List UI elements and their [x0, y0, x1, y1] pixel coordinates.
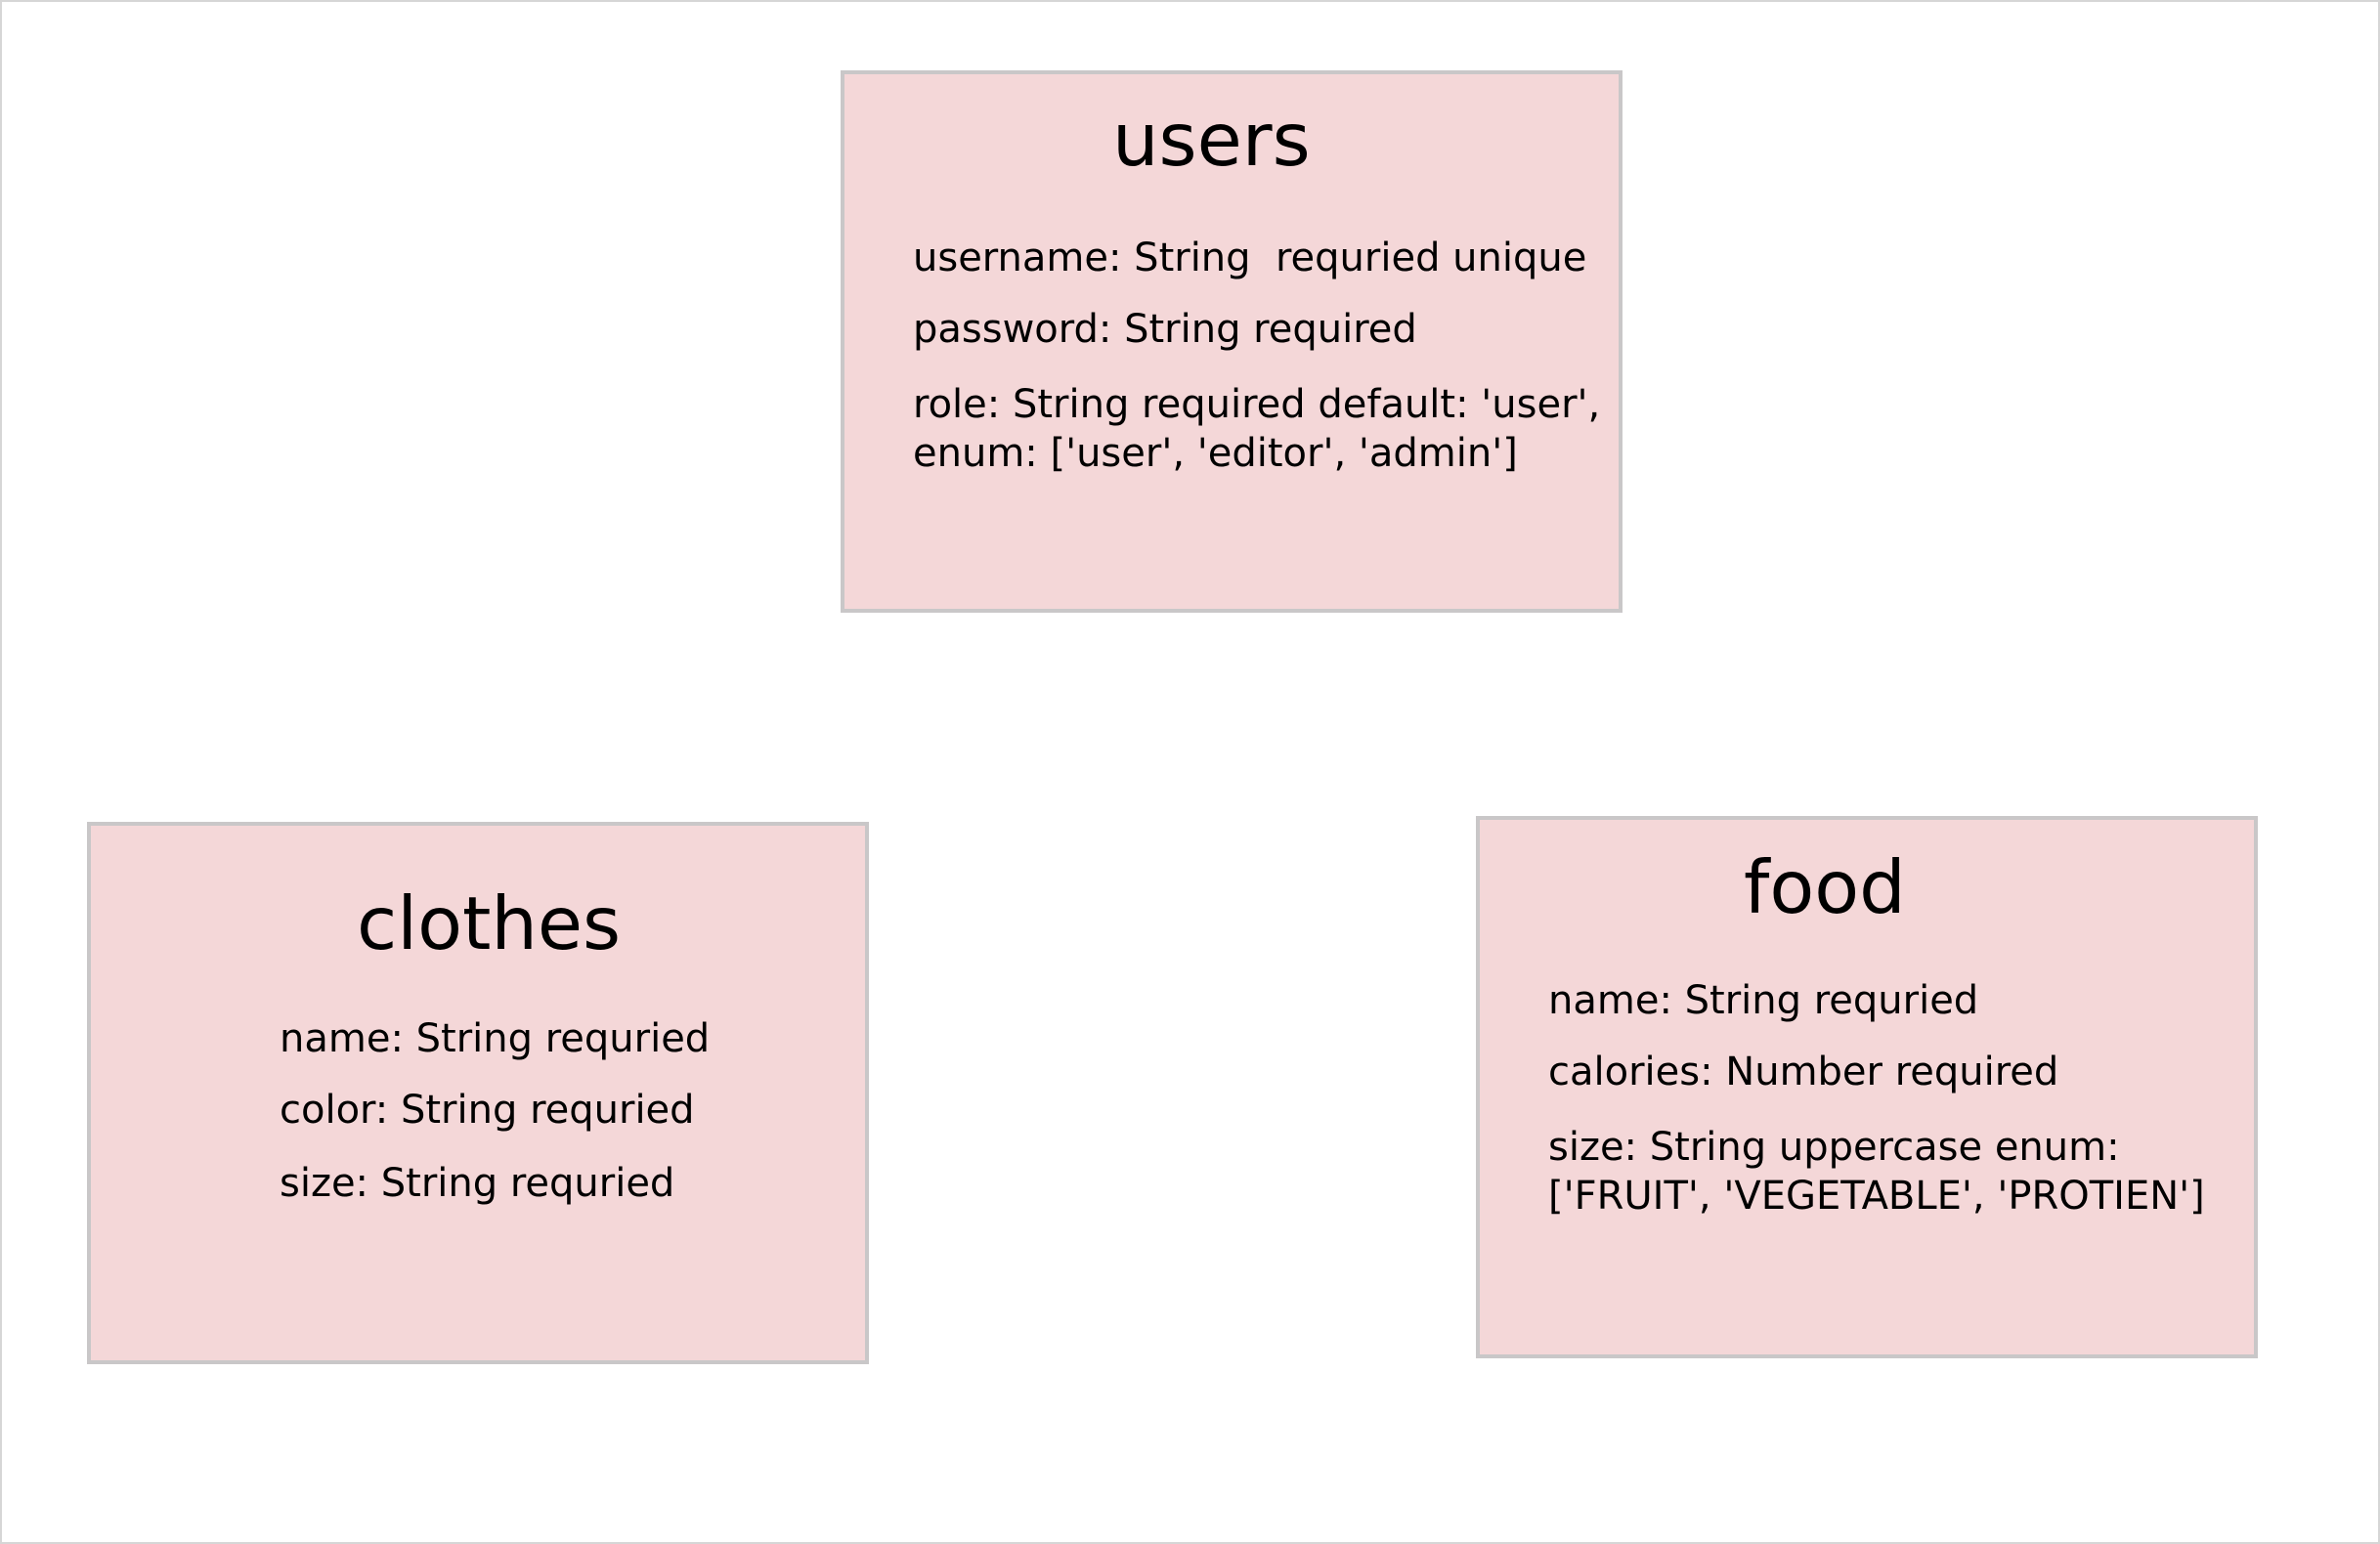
entity-title-clothes: clothes	[357, 880, 622, 966]
entity-box-clothes: clothes name: String requried color: Str…	[87, 822, 869, 1364]
field-name: name: String requried	[280, 1016, 711, 1061]
entity-title-food: food	[1744, 844, 1906, 930]
field-size: size: String uppercase enum:	[1548, 1125, 2120, 1170]
field-calories: calories: Number required	[1548, 1050, 2059, 1094]
entity-title-users: users	[1112, 97, 1311, 183]
field-password: password: String required	[913, 307, 1417, 352]
field-role: role: String required default: 'user',	[913, 382, 1601, 427]
entity-box-users: users username: String requried unique p…	[841, 70, 1623, 613]
field-color: color: String requried	[280, 1088, 695, 1133]
field-size: size: String requried	[280, 1161, 675, 1206]
field-role-enum: enum: ['user', 'editor', 'admin']	[913, 431, 1518, 476]
entity-box-food: food name: String requried calories: Num…	[1476, 816, 2258, 1358]
field-size-enum: ['FRUIT', 'VEGETABLE', 'PROTIEN']	[1548, 1174, 2205, 1219]
field-name: name: String requried	[1548, 978, 1979, 1023]
field-username: username: String requried unique	[913, 236, 1587, 280]
